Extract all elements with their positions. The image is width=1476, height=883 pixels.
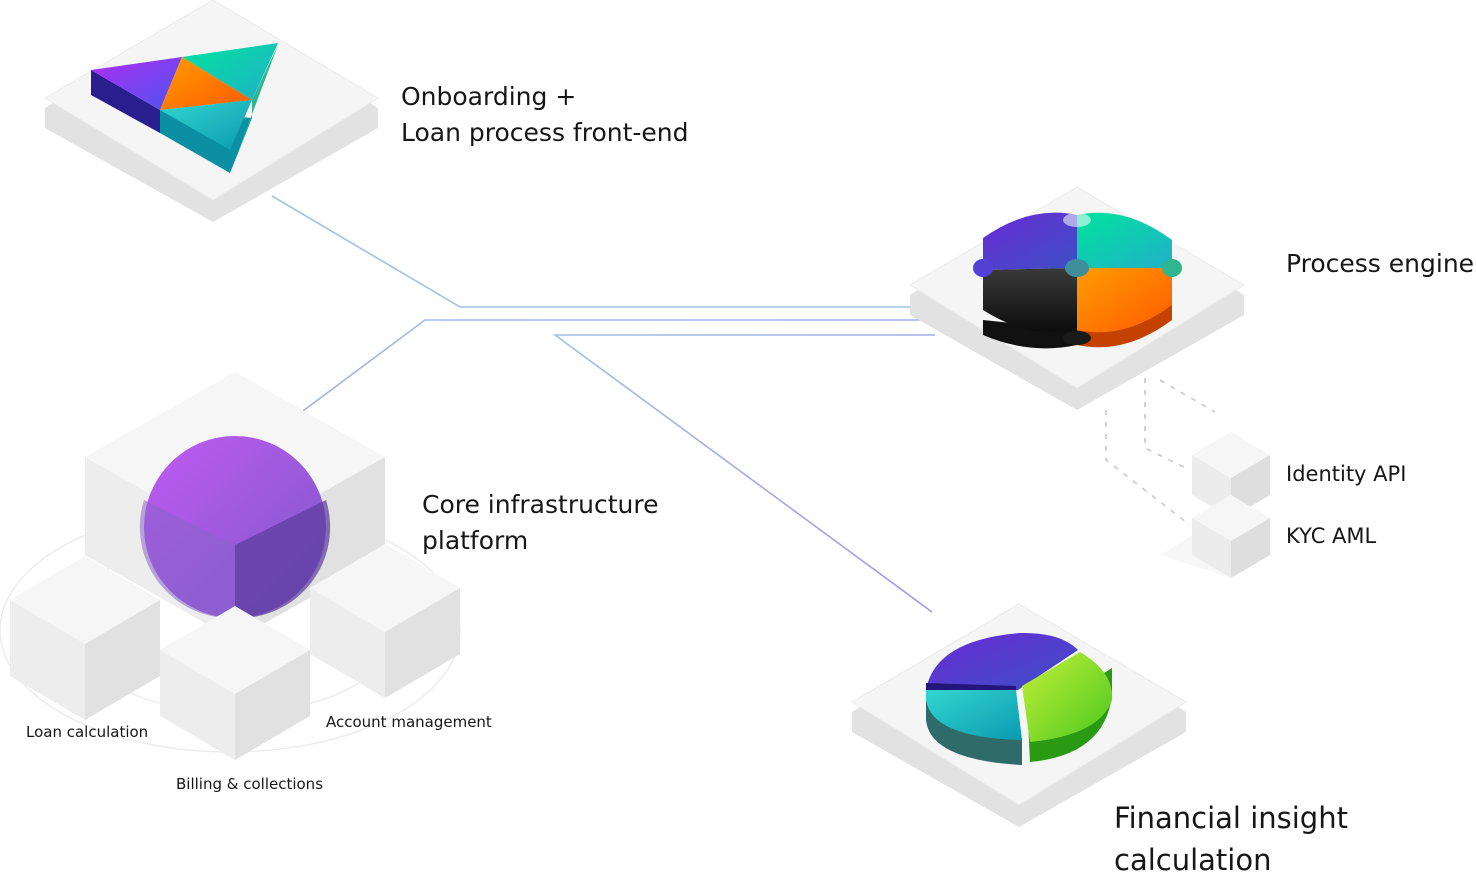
billing-collections-label: Billing & collections xyxy=(176,774,323,795)
account-management-title: Account management xyxy=(326,713,492,731)
identity-api-label: Identity API xyxy=(1286,460,1406,490)
kyc-aml-title: KYC AML xyxy=(1286,524,1377,548)
identity-api-title: Identity API xyxy=(1286,462,1407,486)
connector-engine-dash xyxy=(1159,379,1216,413)
connector-onboarding-to-engine xyxy=(271,195,925,308)
triangle-prism-icon xyxy=(91,43,278,173)
kyc-aml-label: KYC AML xyxy=(1286,522,1376,552)
financial-insight-label: Financial insight calculation xyxy=(1114,798,1348,882)
connector-engine-to-kyc xyxy=(1105,410,1191,526)
onboarding-tile xyxy=(44,0,379,222)
process-engine-title: Process engine xyxy=(1286,249,1475,278)
connector-engine-to-identity xyxy=(1144,378,1191,471)
puzzle-icon xyxy=(973,212,1182,349)
kyc-aml-cube xyxy=(1160,495,1270,578)
financial-insight-label-line1: Financial insight xyxy=(1114,801,1348,835)
core-platform-label-line2: platform xyxy=(422,525,529,555)
account-management-label: Account management xyxy=(326,712,492,733)
loan-calculation-label: Loan calculation xyxy=(26,722,148,743)
onboarding-label: Onboarding + Loan process front-end xyxy=(401,79,689,150)
loan-calculation-title: Loan calculation xyxy=(26,723,149,741)
onboarding-label-line1: Onboarding + xyxy=(401,82,577,111)
connector-core-to-engine xyxy=(267,319,925,438)
core-platform-label: Core infrastructure platform xyxy=(422,487,658,558)
core-platform-label-line1: Core infrastructure xyxy=(422,490,659,519)
onboarding-label-line2: Loan process front-end xyxy=(401,117,689,147)
pie-chart-icon xyxy=(926,632,1113,765)
financial-insight-label-line2: calculation xyxy=(1114,842,1272,877)
connector-financial-to-engine xyxy=(552,334,935,613)
connector-lines xyxy=(267,195,1216,613)
process-engine-tile xyxy=(909,186,1245,410)
core-infrastructure-cluster xyxy=(0,372,461,760)
core-sphere-icon xyxy=(139,436,331,619)
billing-collections-title: Billing & collections xyxy=(176,775,324,793)
financial-insight-tile xyxy=(851,603,1187,827)
process-engine-label: Process engine xyxy=(1286,246,1474,282)
